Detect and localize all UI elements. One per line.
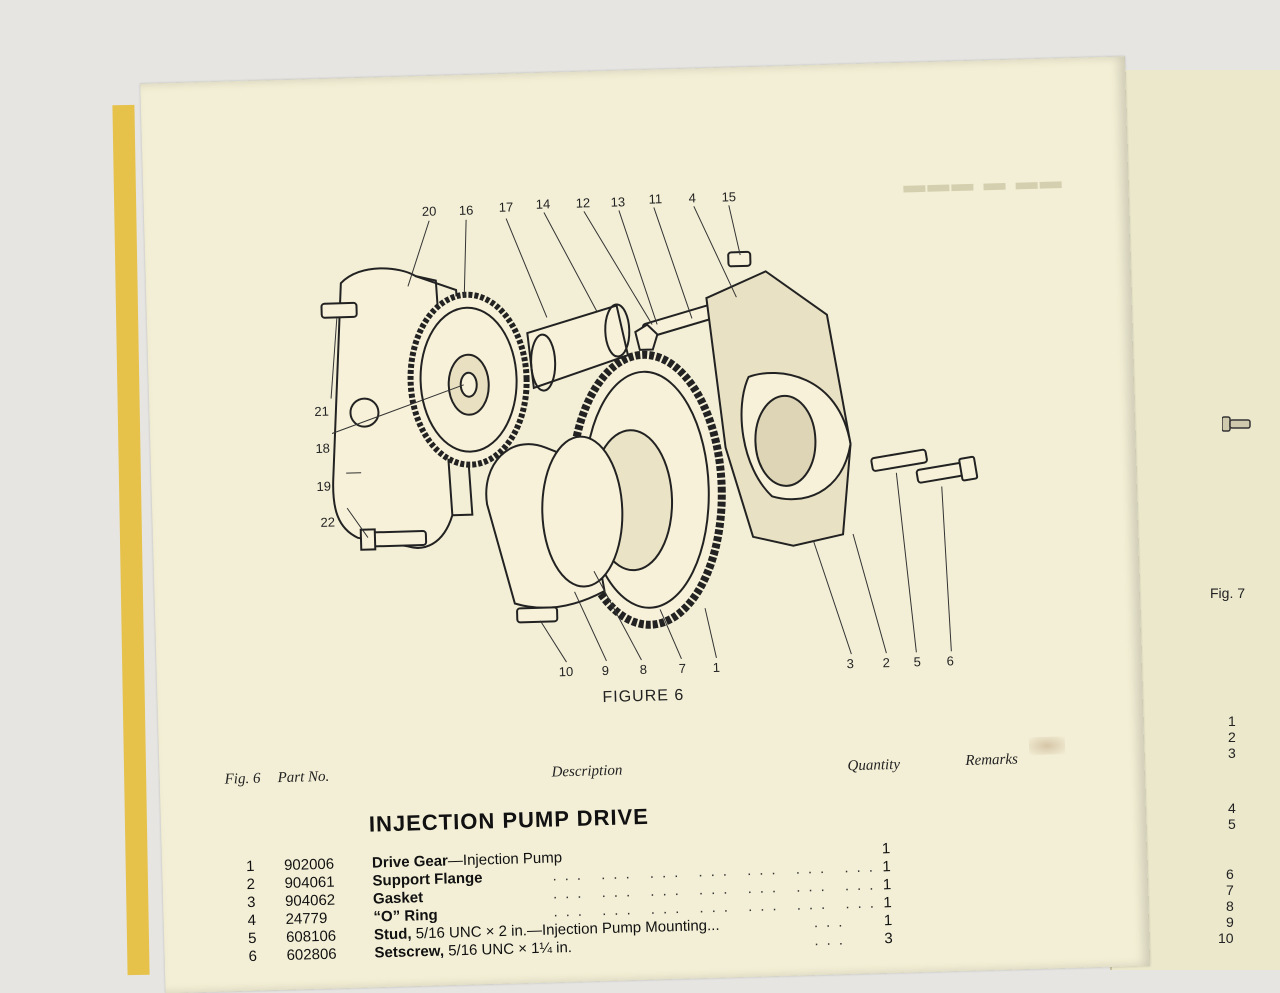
right-page-row-num: 7 bbox=[1226, 882, 1234, 898]
header-fig: Fig. 6 bbox=[224, 771, 260, 789]
callout-9: 9 bbox=[602, 663, 610, 678]
right-page-row-num: 6 bbox=[1226, 866, 1234, 882]
callout-18: 18 bbox=[315, 441, 330, 456]
right-page-row-num: 2 bbox=[1228, 729, 1236, 745]
row-part-no: 902006 bbox=[284, 856, 335, 874]
callout-5: 5 bbox=[913, 654, 921, 669]
row-description: Support Flange bbox=[372, 870, 482, 890]
callout-20: 20 bbox=[422, 204, 437, 219]
right-page-fig-label: Fig. 7 bbox=[1210, 585, 1245, 601]
row-quantity: 1 bbox=[883, 876, 892, 893]
screw-icon bbox=[1222, 415, 1252, 433]
row-quantity: 3 bbox=[884, 930, 893, 947]
callout-17: 17 bbox=[499, 199, 514, 214]
callout-19: 19 bbox=[316, 479, 331, 494]
row-leader-dots: ... bbox=[814, 931, 851, 949]
row-part-no: 602806 bbox=[286, 946, 337, 964]
callout-14: 14 bbox=[536, 196, 551, 211]
row-part-no: 904062 bbox=[285, 892, 336, 910]
row-quantity: 1 bbox=[883, 894, 892, 911]
header-description: Description bbox=[551, 763, 622, 782]
callout-12: 12 bbox=[575, 195, 590, 210]
callout-22: 22 bbox=[320, 514, 335, 529]
page-stain bbox=[1029, 736, 1065, 755]
section-title: INJECTION PUMP DRIVE bbox=[369, 804, 650, 838]
callout-11: 11 bbox=[648, 191, 662, 206]
callout-1: 1 bbox=[713, 660, 721, 675]
right-page-row-num: 3 bbox=[1228, 745, 1236, 761]
row-fig: 5 bbox=[248, 930, 268, 948]
figure-title: FIGURE 6 bbox=[602, 687, 684, 707]
callout-21: 21 bbox=[314, 404, 329, 419]
right-page-row-num: 5 bbox=[1228, 816, 1236, 832]
callout-2: 2 bbox=[882, 655, 890, 670]
row-part-no: 608106 bbox=[286, 928, 337, 946]
callout-16: 16 bbox=[459, 203, 474, 218]
callout-6: 6 bbox=[946, 653, 954, 668]
row-fig: 6 bbox=[248, 948, 268, 966]
exploded-diagram bbox=[140, 56, 1142, 703]
right-page-row-num: 4 bbox=[1228, 800, 1236, 816]
callout-13: 13 bbox=[610, 194, 625, 209]
callout-4: 4 bbox=[688, 190, 696, 205]
callout-3: 3 bbox=[846, 656, 854, 671]
row-quantity: 1 bbox=[884, 912, 893, 929]
callout-8: 8 bbox=[640, 662, 648, 677]
header-quantity: Quantity bbox=[847, 757, 900, 775]
row-fig: 1 bbox=[246, 858, 266, 876]
row-quantity: 1 bbox=[882, 858, 891, 875]
callout-10: 10 bbox=[559, 664, 574, 679]
row-fig: 4 bbox=[247, 912, 267, 930]
header-remarks: Remarks bbox=[965, 752, 1018, 770]
callout-15: 15 bbox=[721, 189, 736, 204]
row-description: Gasket bbox=[373, 889, 424, 907]
row-fig: 3 bbox=[247, 894, 267, 912]
right-page-row-num: 9 bbox=[1226, 914, 1234, 930]
callout-7: 7 bbox=[679, 661, 687, 676]
row-part-no: 904061 bbox=[284, 874, 335, 892]
row-fig: 2 bbox=[246, 876, 266, 894]
row-part-no: 24779 bbox=[285, 910, 327, 928]
row-description: “O” Ring bbox=[373, 907, 438, 926]
right-page-row-num: 1 bbox=[1228, 713, 1236, 729]
left-page: ▬▬▬ ▬ ▬▬ bbox=[140, 56, 1150, 993]
row-quantity: 1 bbox=[882, 840, 891, 857]
row-leader-dots: ... bbox=[814, 913, 851, 931]
right-page-row-num: 8 bbox=[1226, 898, 1234, 914]
right-page-row-num: 10 bbox=[1218, 930, 1234, 946]
header-part-no: Part No. bbox=[277, 769, 329, 787]
